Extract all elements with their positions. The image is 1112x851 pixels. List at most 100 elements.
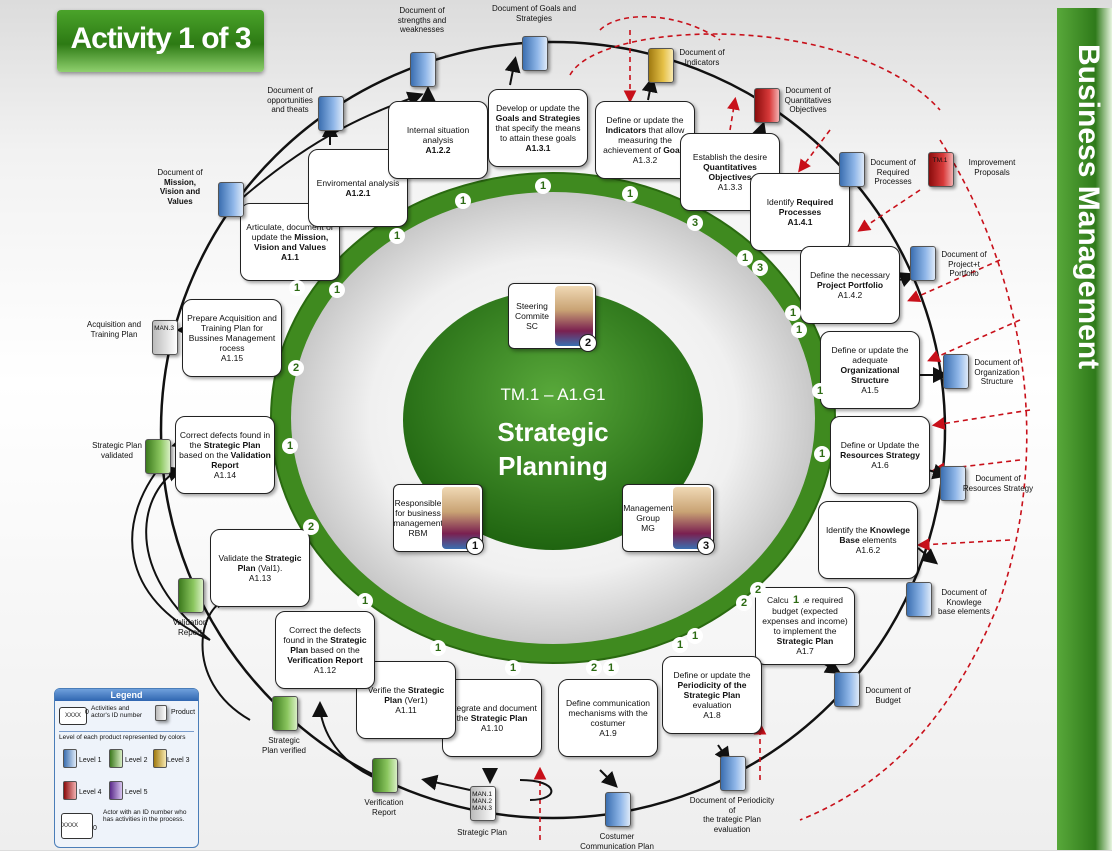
- center-title-line2: Planning: [498, 451, 608, 481]
- activity-box-a18[interactable]: Define or update the Periodicity of the …: [662, 656, 762, 734]
- actor-responsible[interactable]: Responsible for business management RBM …: [393, 484, 484, 555]
- legend-level2: Level 2: [125, 757, 148, 764]
- activity-box-a114[interactable]: Correct defects found in the Strategic P…: [175, 416, 275, 494]
- activity-box-a132[interactable]: Define or update the Indicators that all…: [595, 101, 695, 179]
- activity-text: Correct the defects found in the Strateg…: [283, 624, 367, 676]
- doc-code-imp: TM.1: [932, 157, 948, 164]
- document-icon[interactable]: [218, 182, 244, 217]
- actor-number-badge: 1: [788, 592, 804, 608]
- document-icon[interactable]: [178, 578, 204, 613]
- legend-level4: Level 4: [79, 789, 102, 796]
- actor-number-badge: 2: [303, 519, 319, 535]
- actor-number-badge: 1: [430, 640, 446, 656]
- activity-box-a15[interactable]: Define or update the adequate Organizati…: [820, 331, 920, 409]
- doc-code-sp: MAN.1 MAN.2 MAN.3: [472, 791, 492, 812]
- actor-label: Responsible for business management RBM: [393, 497, 443, 539]
- actor-number-badge: 1: [687, 628, 703, 644]
- legend-activity-sample: XXXX: [59, 707, 87, 725]
- activity-box-a110[interactable]: Integrate and document the Strategic Pla…: [442, 679, 542, 757]
- banner-text: Activity 1 of 3: [70, 22, 251, 55]
- actor-number-badge: 1: [505, 660, 521, 676]
- document-icon[interactable]: [522, 36, 548, 71]
- document-icon[interactable]: [272, 696, 298, 731]
- actor-number-badge: 1: [455, 193, 471, 209]
- activity-text: Define or update the Indicators that all…: [603, 114, 687, 166]
- activity-box-a131[interactable]: Develop or update the Goals and Strategi…: [488, 89, 588, 167]
- legend-actor-number: 0: [93, 825, 97, 832]
- sidebar-title-bar: Business Management: [1057, 8, 1112, 850]
- actor-number-badge: 1: [785, 305, 801, 321]
- legend-product-text: Product: [171, 709, 196, 716]
- document-icon[interactable]: [906, 582, 932, 617]
- legend-actor-sample: XXXX: [61, 813, 93, 839]
- actor-number-badge: 1: [814, 446, 830, 462]
- feedback-arcs: [533, 15, 1031, 840]
- actor-label: Steering Commite SC: [514, 300, 549, 332]
- document-icon[interactable]: [372, 758, 398, 793]
- activity-box-a115[interactable]: Prepare Acquisition and Training Plan fo…: [182, 299, 282, 377]
- activity-text: Develop or update the Goals and Strategi…: [495, 102, 581, 154]
- document-icon[interactable]: [410, 52, 436, 87]
- document-icon[interactable]: [839, 152, 865, 187]
- activity-text: Verifie the Strategic Plan (Ver1)A1.11: [367, 684, 445, 716]
- document-icon[interactable]: [940, 466, 966, 501]
- doc-code-acq: MAN.3: [154, 325, 174, 332]
- document-icon[interactable]: [605, 792, 631, 827]
- document-icon[interactable]: [720, 756, 746, 791]
- actor-number-badge: 1: [622, 186, 638, 202]
- document-icon[interactable]: [943, 354, 969, 389]
- legend-level1-icon: [63, 749, 77, 768]
- actor-steering-committee[interactable]: Steering Commite SC 2: [508, 283, 597, 352]
- document-icon[interactable]: [754, 88, 780, 123]
- actor-number-badge: 1: [603, 660, 619, 676]
- activity-box-a112[interactable]: Correct the defects found in the Strateg…: [275, 611, 375, 689]
- product-label-p_cust: Costumer Communication Plan: [580, 832, 654, 851]
- document-icon[interactable]: [470, 786, 496, 821]
- activity-text: Articulate, document or update the Missi…: [246, 221, 334, 263]
- document-icon[interactable]: [910, 246, 936, 281]
- legend-title: Legend: [55, 689, 198, 701]
- document-icon[interactable]: [152, 320, 178, 355]
- legend-product-icon: [155, 705, 167, 721]
- activity-text: Establish the desire Quantitatives Objec…: [692, 151, 768, 193]
- activity-box-a19[interactable]: Define communication mechanisms with the…: [558, 679, 658, 757]
- actor-number-badge: 1: [329, 282, 345, 298]
- legend-activity-number: 0: [85, 709, 89, 716]
- activity-box-a133[interactable]: Establish the desire Quantitatives Objec…: [680, 133, 780, 211]
- document-icon[interactable]: [834, 672, 860, 707]
- document-icon[interactable]: [318, 96, 344, 131]
- activity-box-a17[interactable]: Calcule the required budget (expected ex…: [755, 587, 855, 665]
- actor-management-group[interactable]: Management Group MG 3: [622, 484, 715, 555]
- actor-label: Management Group MG: [623, 502, 673, 534]
- actor-number-badge: 1: [672, 637, 688, 653]
- activity-text: Define or update the Periodicity of the …: [673, 669, 751, 721]
- document-icon[interactable]: [145, 439, 171, 474]
- document-icon[interactable]: [928, 152, 954, 187]
- activity-box-a113[interactable]: Validate the Strategic Plan (Val1).A1.13: [210, 529, 310, 607]
- legend: Legend XXXX 0 Activities and actor's ID …: [54, 688, 199, 848]
- center-code: TM.1 – A1.G1: [501, 385, 606, 404]
- document-icon[interactable]: [648, 48, 674, 83]
- actor-number-badge: 1: [791, 322, 807, 338]
- actor-number-badge: 1: [389, 228, 405, 244]
